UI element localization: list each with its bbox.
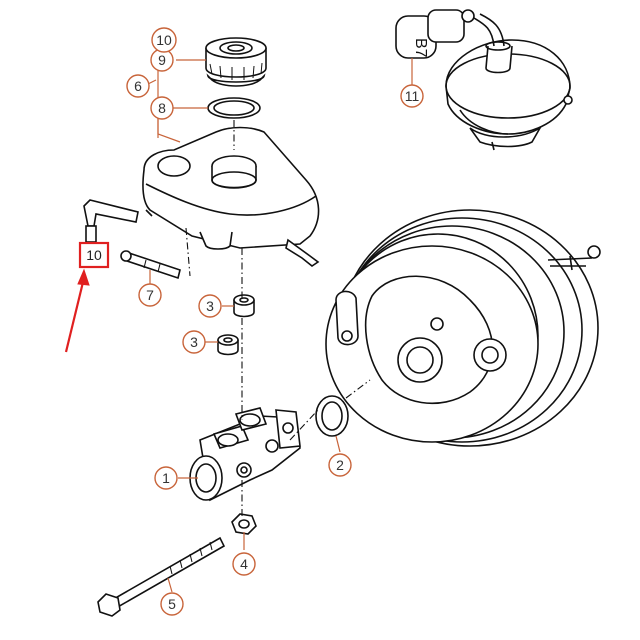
callout-10-top-label: 10 <box>156 32 172 48</box>
callout-6: 6 <box>126 74 150 98</box>
reservoir-cap <box>205 37 267 87</box>
booster-with-sensor: B7 <box>395 9 573 151</box>
cap-gasket <box>207 97 261 119</box>
callout-7-label: 7 <box>146 287 154 303</box>
callout-3-upper: 3 <box>198 294 222 318</box>
callout-4: 4 <box>232 552 256 576</box>
center-lines <box>185 120 371 516</box>
callout-1-label: 1 <box>162 470 170 486</box>
callout-3-upper-label: 3 <box>206 298 214 314</box>
level-sensor <box>83 199 139 243</box>
callout-1: 1 <box>154 466 178 490</box>
callout-3-lower-label: 3 <box>190 334 198 350</box>
callout-3-lower: 3 <box>182 330 206 354</box>
callout-8: 8 <box>150 96 174 120</box>
callout-2: 2 <box>328 453 352 477</box>
callout-5-label: 5 <box>168 596 176 612</box>
highlight-arrow <box>64 268 90 353</box>
callout-2-label: 2 <box>336 457 344 473</box>
callout-9-label: 9 <box>158 52 166 68</box>
callout-11-label: 11 <box>405 88 420 104</box>
retaining-pin <box>120 250 181 280</box>
sensor-plug-text: B7 <box>412 38 429 58</box>
callout-5: 5 <box>160 592 184 616</box>
highlight-box: 10 <box>78 241 110 269</box>
long-bolt <box>97 536 226 617</box>
nut <box>231 513 257 535</box>
callout-6-label: 6 <box>134 78 142 94</box>
callout-8-label: 8 <box>158 100 166 116</box>
grommet-lower <box>217 334 239 356</box>
callout-10-top: 10 <box>151 27 177 53</box>
callout-11: 11 <box>400 84 424 108</box>
booster-gasket <box>315 395 349 437</box>
callout-4-label: 4 <box>240 556 248 572</box>
master-cylinder <box>189 407 301 502</box>
grommet-upper <box>233 294 255 318</box>
reservoir <box>142 126 320 267</box>
callout-7: 7 <box>138 283 162 307</box>
highlight-box-label: 10 <box>86 247 102 263</box>
brake-booster <box>325 209 601 447</box>
